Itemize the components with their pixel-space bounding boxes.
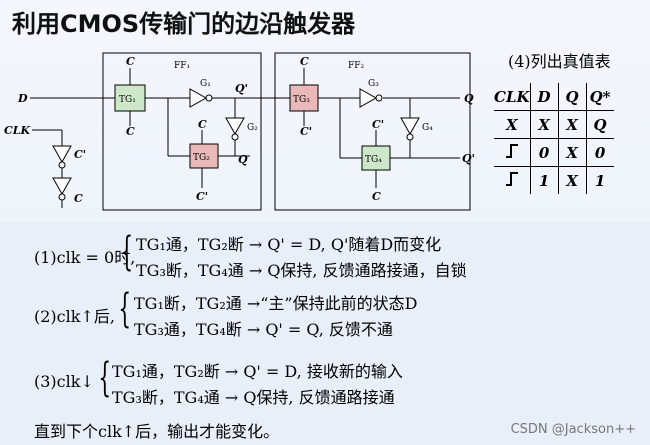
g1-inverter — [189, 88, 208, 108]
footer-note: 直到下个clk↑后，输出才能变化。 — [34, 422, 280, 441]
truth-table-title: (4)列出真值表 — [508, 52, 611, 71]
svg-text:TG₁: TG₁ — [119, 95, 136, 105]
svg-text:TG₄: TG₄ — [365, 155, 382, 165]
rising-edge-icon — [494, 138, 531, 167]
svg-text:C: C — [126, 125, 135, 138]
case1-label: (1)clk = 0时, — [34, 248, 136, 267]
qprime-output-label: Q' — [462, 152, 475, 165]
case3-line1: TG₁通，TG₂断 → Q' = D, 接收新的输入 — [112, 362, 403, 381]
svg-text:G₁: G₁ — [200, 79, 211, 89]
case3-label: (3)clk↓ — [34, 372, 94, 391]
case1-line2: TG₃断，TG₄通 → Q保持, 反馈通路接通，自锁 — [136, 261, 467, 280]
svg-text:C: C — [300, 55, 309, 68]
ff1-qprime-label: Q' — [235, 82, 248, 95]
flip-flop-circuit: D CLK Q Q' Q' Q C C C C' C C' C' C C' C … — [4, 52, 475, 211]
svg-text:C': C' — [74, 148, 86, 161]
brace-icon: { — [98, 355, 112, 401]
tg1-block — [114, 84, 146, 112]
case2-line2: TG₃通，TG₄断 → Q' = Q, 反馈不通 — [134, 320, 393, 339]
case3-line2: TG₃断，TG₄通 → Q保持, 反馈通路接通 — [112, 388, 395, 407]
tg2-block — [189, 143, 219, 169]
clk-inverter-1 — [52, 145, 72, 164]
q-output-label: Q — [464, 92, 474, 105]
tg3-block — [289, 84, 319, 112]
svg-text:C: C — [372, 190, 381, 203]
case2-line1: TG₁断，TG₂通 →“主”保持此前的状态D — [134, 294, 418, 313]
d-label: D — [17, 92, 28, 105]
brace-icon: { — [118, 286, 132, 332]
case2-label: (2)clk↑后, — [34, 307, 115, 326]
svg-text:G₄: G₄ — [422, 123, 433, 133]
slide-title: 利用CMOS传输门的边沿触发器 — [12, 10, 356, 38]
svg-text:C: C — [74, 192, 83, 205]
ff1-box — [102, 52, 262, 211]
svg-text:TG₃: TG₃ — [293, 95, 310, 105]
svg-text:C: C — [198, 118, 207, 131]
ff2-label: FF₂ — [348, 61, 364, 71]
tg4-block — [361, 145, 391, 171]
svg-text:G₂: G₂ — [247, 123, 258, 133]
svg-text:G₃: G₃ — [368, 79, 379, 89]
explanation-panel — [0, 222, 650, 445]
clk-inverter-2 — [52, 177, 72, 196]
ff2-box — [274, 52, 471, 211]
ff1-label: FF₁ — [174, 61, 190, 71]
svg-text:C': C' — [300, 125, 312, 138]
svg-text:C': C' — [372, 118, 384, 131]
g3-inverter — [359, 88, 378, 108]
watermark: CSDN @Jackson++ — [510, 422, 636, 437]
g2-inverter — [225, 117, 245, 136]
svg-text:C': C' — [196, 190, 208, 203]
g4-inverter — [400, 117, 420, 136]
brace-icon: { — [120, 229, 134, 275]
case1-line1: TG₁通，TG₂断 → Q' = D, Q'随着D而变化 — [136, 235, 442, 254]
ff1-q-label: Q — [238, 153, 248, 166]
clk-label: CLK — [4, 124, 30, 137]
svg-text:C: C — [126, 55, 135, 68]
rising-edge-icon — [494, 166, 531, 194]
svg-text:TG₂: TG₂ — [193, 153, 210, 163]
